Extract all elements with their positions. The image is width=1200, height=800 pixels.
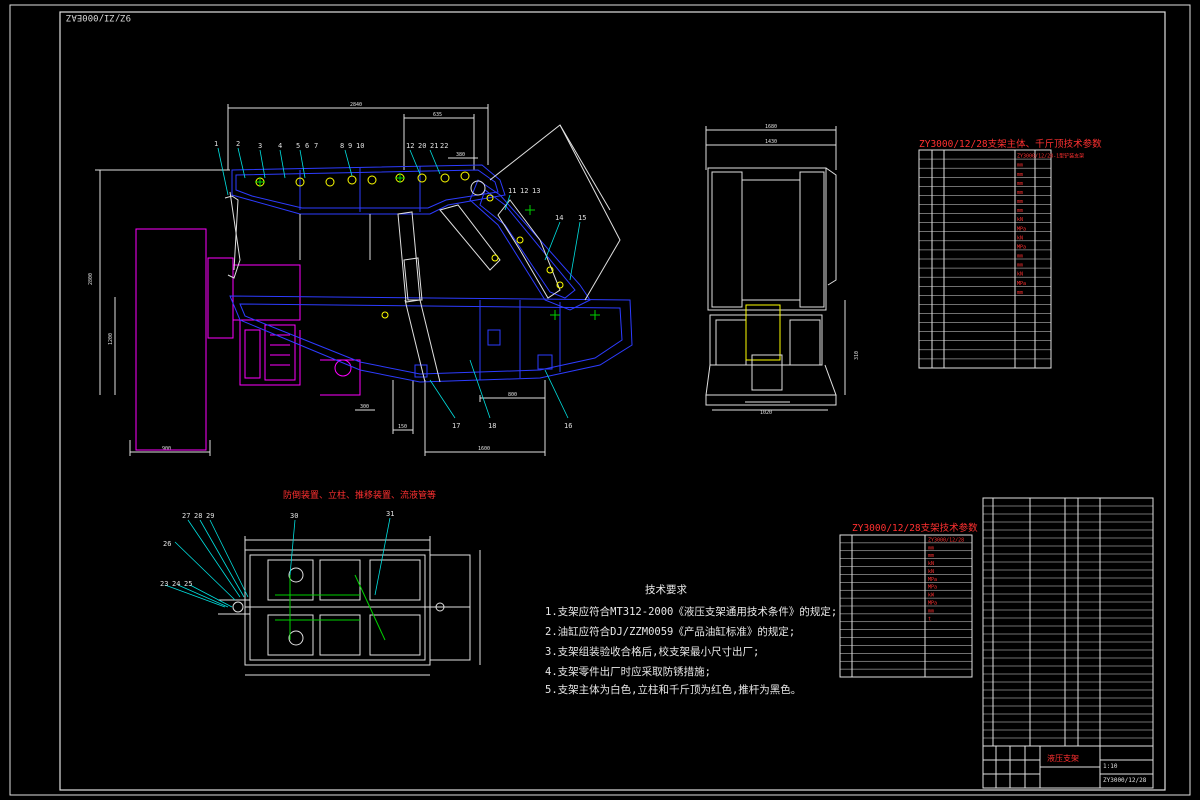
tech-req-item: 3.支架组装验收合格后,校支架最小尺寸出厂; xyxy=(545,646,760,658)
svg-text:2800: 2800 xyxy=(88,273,94,285)
upper-table-unit: kN xyxy=(1017,235,1023,241)
plan-balloons: 27 28 29 30 31 26 23 24 25 xyxy=(160,510,394,588)
lower-table-value: mm xyxy=(928,545,934,551)
lower-table-value: kN xyxy=(928,569,934,575)
svg-text:1020: 1020 xyxy=(760,410,772,416)
tech-req-item: 2.油缸应符合DJ/ZZM0059《产品油缸标准》的规定; xyxy=(545,626,796,638)
svg-text:13: 13 xyxy=(532,187,540,195)
sheet-outer-border xyxy=(9,4,1191,796)
svg-text:900: 900 xyxy=(162,446,171,452)
svg-text:1430: 1430 xyxy=(765,139,777,145)
svg-text:635: 635 xyxy=(433,112,442,118)
lower-table-value: MPa xyxy=(928,577,937,583)
svg-text:310: 310 xyxy=(854,351,860,360)
upper-table-unit: MPa xyxy=(1017,226,1026,232)
lower-table-value: mm xyxy=(928,608,934,614)
front-view xyxy=(705,126,846,411)
svg-text:28: 28 xyxy=(194,512,202,520)
lower-table-value: kN xyxy=(928,561,934,567)
svg-text:26: 26 xyxy=(163,540,171,548)
upper-table-unit: MPa xyxy=(1017,281,1026,287)
upper-table-title: ZY3000/12/28支架主体、千斤顶技术参数 xyxy=(919,139,1102,150)
upper-table-unit: mm xyxy=(1017,254,1023,260)
upper-table-unit: ZY3000/12/28-1型铲装支架 xyxy=(1017,153,1084,160)
lower-table-value: MPa xyxy=(928,601,937,607)
svg-text:150: 150 xyxy=(398,424,407,430)
upper-table-unit: mm xyxy=(1017,190,1023,196)
svg-text:17: 17 xyxy=(452,422,460,430)
svg-text:3: 3 xyxy=(258,142,262,150)
title-block-scale: 1:10 xyxy=(1103,763,1118,770)
svg-text:25: 25 xyxy=(184,580,192,588)
svg-text:11: 11 xyxy=(508,187,516,195)
tech-req-item: 4.支架零件出厂时应采取防锈措施; xyxy=(545,666,711,678)
svg-text:12: 12 xyxy=(520,187,528,195)
svg-text:21: 21 xyxy=(430,142,438,150)
lower-table-value: mm xyxy=(928,553,934,559)
svg-text:1: 1 xyxy=(214,140,218,148)
tech-req-item: 1.支架应符合MT312-2000《液压支架通用技术条件》的规定; xyxy=(545,606,838,618)
upper-table-unit: mm xyxy=(1017,172,1023,178)
lower-table-value: MPa xyxy=(928,585,937,591)
lower-table-value: ZY3000/12/28 xyxy=(928,537,964,543)
part-balloons: 1 2 3 4 5 6 7 8 9 10 12 20 21 22 11 12 1… xyxy=(214,140,586,430)
lower-table-value: t xyxy=(928,616,931,622)
tech-req-item: 5.支架主体为白色,立柱和千斤顶为红色,推杆为黑色。 xyxy=(545,684,802,696)
tech-req-heading: 技术要求 xyxy=(645,584,687,596)
svg-text:300: 300 xyxy=(360,404,369,410)
upper-table-unit: MPa xyxy=(1017,244,1026,250)
svg-text:15: 15 xyxy=(578,214,586,222)
parts-list xyxy=(982,497,1154,747)
svg-text:29: 29 xyxy=(206,512,214,520)
svg-text:2840: 2840 xyxy=(350,102,362,108)
upper-table-unit: mm xyxy=(1017,290,1023,296)
title-block-drawing-no: ZY3000/12/28 xyxy=(1103,777,1147,784)
svg-text:27: 27 xyxy=(182,512,190,520)
upper-table-unit: mm xyxy=(1017,263,1023,269)
svg-text:14: 14 xyxy=(555,214,563,222)
upper-table-unit: mm xyxy=(1017,181,1023,187)
lower-table-value: kW xyxy=(928,593,935,599)
sheet-corner-label: 9Z/ZI/000EAZ xyxy=(66,12,132,22)
side-view: 2840 635 380 2800 1200 900 1600 150 300 … xyxy=(88,102,633,456)
svg-text:6: 6 xyxy=(305,142,309,150)
upper-table-unit: mm xyxy=(1017,163,1023,169)
plan-view xyxy=(218,536,481,676)
svg-text:10: 10 xyxy=(356,142,364,150)
svg-text:7: 7 xyxy=(314,142,318,150)
upper-table-unit: mm xyxy=(1017,208,1023,214)
svg-text:30: 30 xyxy=(290,512,298,520)
svg-text:4: 4 xyxy=(278,142,282,150)
side-view-note: 防倒装置、立柱、推移装置、流液管等 xyxy=(283,491,437,501)
svg-text:18: 18 xyxy=(488,422,496,430)
svg-text:1200: 1200 xyxy=(108,333,114,345)
svg-text:380: 380 xyxy=(456,152,465,158)
svg-text:22: 22 xyxy=(440,142,448,150)
upper-table-unit: kN xyxy=(1017,272,1023,278)
svg-text:24: 24 xyxy=(172,580,180,588)
svg-text:1680: 1680 xyxy=(765,124,777,130)
upper-table-unit: kN xyxy=(1017,217,1023,223)
title-block-title: 液压支架 xyxy=(1047,754,1079,763)
svg-text:16: 16 xyxy=(564,422,572,430)
svg-text:800: 800 xyxy=(508,392,517,398)
svg-text:8: 8 xyxy=(340,142,344,150)
upper-parameter-table: ZY3000/12/28-1型铲装支架 mm mm mm mm mm mm kN MPa kN MP… xyxy=(918,149,1084,369)
svg-text:23: 23 xyxy=(160,580,168,588)
svg-text:1600: 1600 xyxy=(478,446,490,452)
sheet-inner-border xyxy=(59,11,1166,791)
upper-table-unit: mm xyxy=(1017,199,1023,205)
svg-text:31: 31 xyxy=(386,510,394,518)
svg-text:2: 2 xyxy=(236,140,240,148)
svg-text:12: 12 xyxy=(406,142,414,150)
svg-text:5: 5 xyxy=(296,142,300,150)
title-block xyxy=(982,745,1154,789)
lower-table-title: ZY3000/12/28支架技术参数 xyxy=(852,523,978,534)
svg-text:20: 20 xyxy=(418,142,426,150)
svg-text:9: 9 xyxy=(348,142,352,150)
